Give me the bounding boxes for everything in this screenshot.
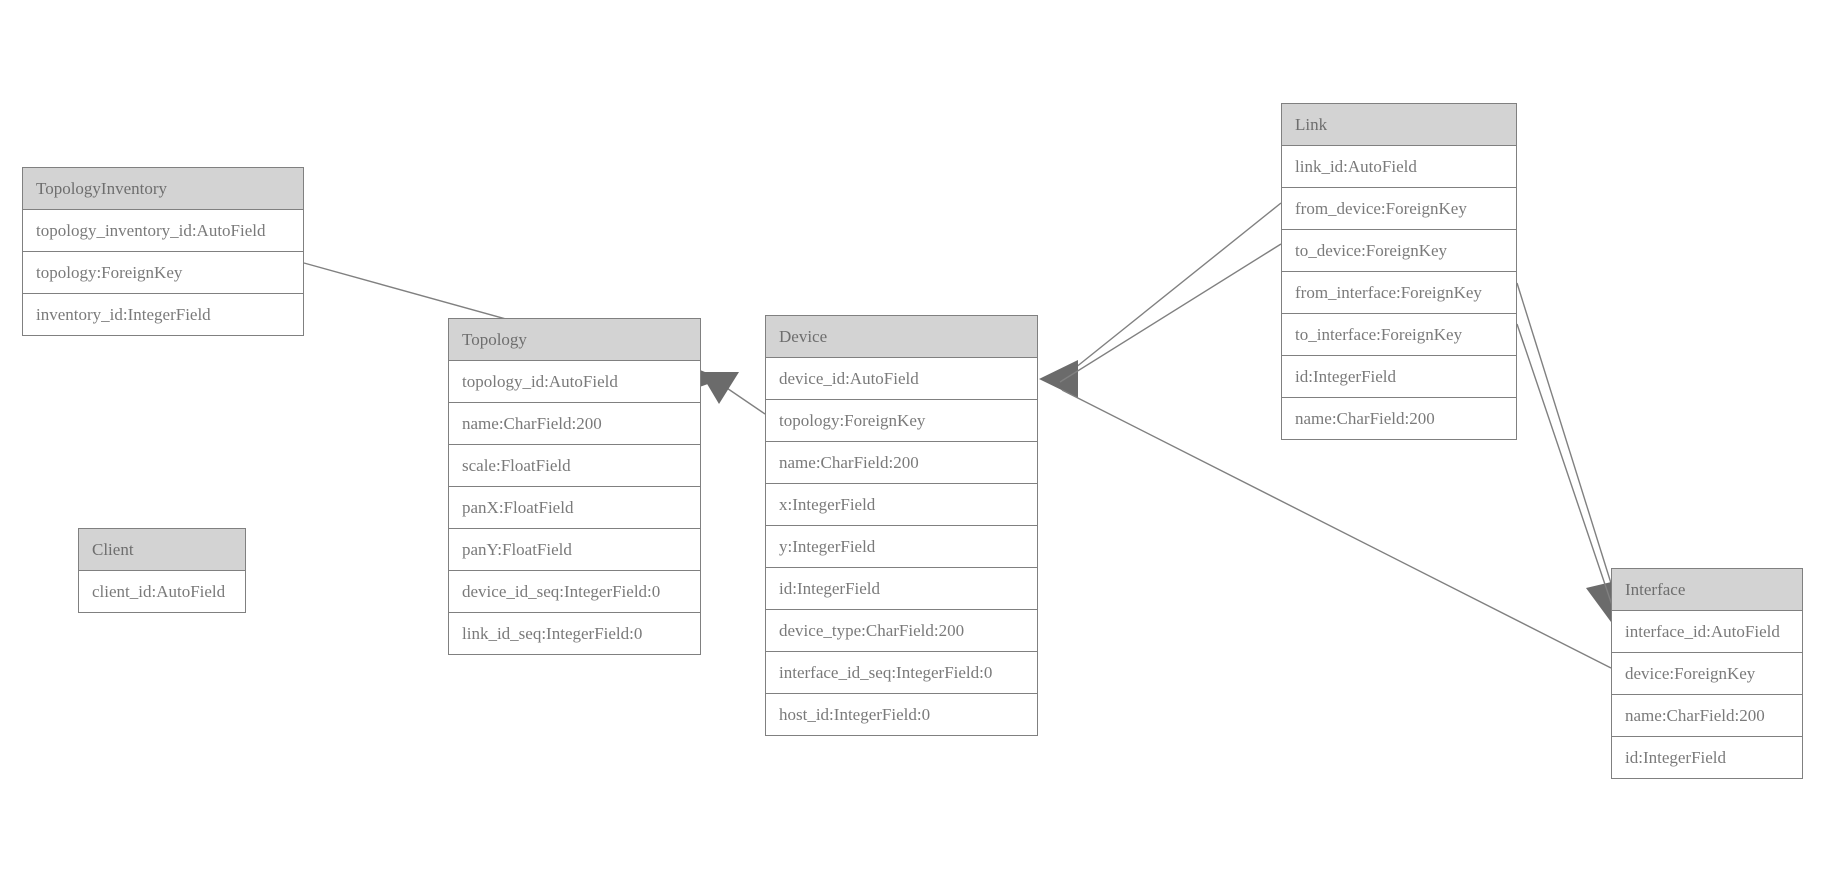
entity-title-client: Client xyxy=(79,529,245,571)
entity-field-row: device_id:AutoField xyxy=(766,358,1037,400)
entity-title-topology: Topology xyxy=(449,319,700,361)
entity-field-row: id:IntegerField xyxy=(1612,737,1802,778)
entity-field-row: link_id:AutoField xyxy=(1282,146,1516,188)
entity-title-topology_inventory: TopologyInventory xyxy=(23,168,303,210)
entity-field-row: inventory_id:IntegerField xyxy=(23,294,303,335)
entity-title-device: Device xyxy=(766,316,1037,358)
entity-field-row: device_id_seq:IntegerField:0 xyxy=(449,571,700,613)
entity-field-row: scale:FloatField xyxy=(449,445,700,487)
entity-field-row: to_interface:ForeignKey xyxy=(1282,314,1516,356)
entity-field-row: panX:FloatField xyxy=(449,487,700,529)
entity-field-row: name:CharField:200 xyxy=(1612,695,1802,737)
entity-field-row: name:CharField:200 xyxy=(1282,398,1516,439)
entity-title-link: Link xyxy=(1282,104,1516,146)
entity-field-row: interface_id:AutoField xyxy=(1612,611,1802,653)
edge-link-from-device xyxy=(1039,202,1282,398)
entity-field-row: panY:FloatField xyxy=(449,529,700,571)
entity-field-row: client_id:AutoField xyxy=(79,571,245,612)
entity-title-interface: Interface xyxy=(1612,569,1802,611)
entity-field-row: id:IntegerField xyxy=(766,568,1037,610)
entity-field-row: from_interface:ForeignKey xyxy=(1282,272,1516,314)
entity-field-row: name:CharField:200 xyxy=(449,403,700,445)
entity-field-row: from_device:ForeignKey xyxy=(1282,188,1516,230)
entity-field-row: topology:ForeignKey xyxy=(766,400,1037,442)
entity-field-row: topology_inventory_id:AutoField xyxy=(23,210,303,252)
entity-field-row: host_id:IntegerField:0 xyxy=(766,694,1037,735)
entity-field-row: name:CharField:200 xyxy=(766,442,1037,484)
entity-field-row: interface_id_seq:IntegerField:0 xyxy=(766,652,1037,694)
edge-link-from-interface xyxy=(1516,282,1624,622)
entity-field-row: topology:ForeignKey xyxy=(23,252,303,294)
entity-field-row: y:IntegerField xyxy=(766,526,1037,568)
entity-field-row: link_id_seq:IntegerField:0 xyxy=(449,613,700,654)
entity-field-row: to_device:ForeignKey xyxy=(1282,230,1516,272)
entity-field-row: device:ForeignKey xyxy=(1612,653,1802,695)
entity-field-row: id:IntegerField xyxy=(1282,356,1516,398)
entity-field-row: device_type:CharField:200 xyxy=(766,610,1037,652)
edge-link-to-device xyxy=(1059,243,1282,383)
edge-link-to-interface xyxy=(1516,323,1616,615)
entity-field-row: x:IntegerField xyxy=(766,484,1037,526)
entity-field-row: topology_id:AutoField xyxy=(449,361,700,403)
edge-device-topology xyxy=(700,372,766,415)
